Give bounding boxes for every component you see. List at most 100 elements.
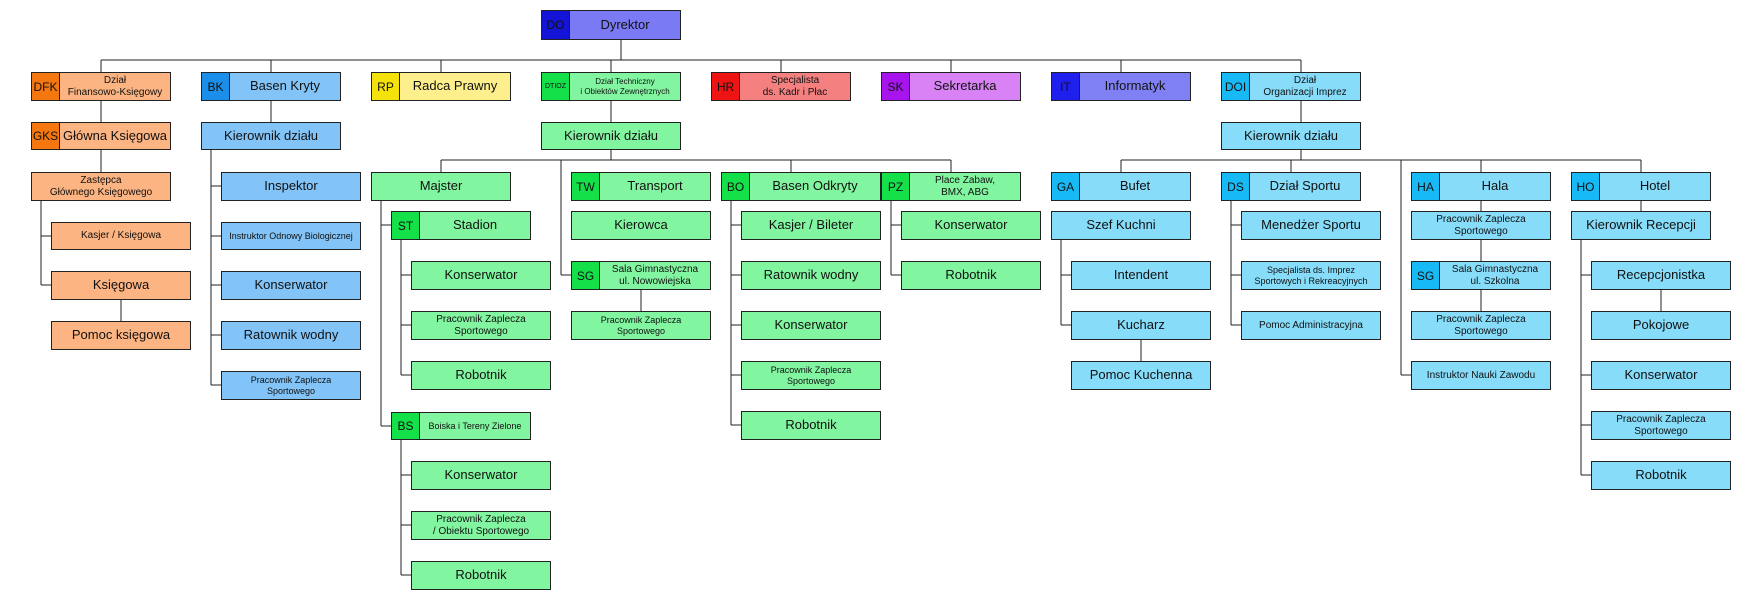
node-st-konserwator: Konserwator [411, 261, 551, 290]
node-sg2: SG Sala Gimnastyczna ul. Szkolna [1411, 261, 1551, 290]
node-bo-ratownik: Ratownik wodny [741, 261, 881, 290]
node-code: TW [572, 173, 600, 200]
node-label: Sekretarka [933, 78, 997, 94]
node-code: IT [1052, 73, 1080, 100]
node-label: Pokojowe [1632, 317, 1690, 333]
node-label: Konserwator [774, 317, 848, 333]
node-label: Sala Gimnastyczna ul. Szkolna [1451, 264, 1539, 287]
node-st-pracownik: Pracownik Zaplecza Sportowego [411, 311, 551, 340]
node-ha-pracownik: Pracownik Zaplecza Sportowego [1411, 211, 1551, 240]
node-ho-pracownik: Pracownik Zaplecza Sportowego [1591, 411, 1731, 440]
node-label: Konserwator [1624, 367, 1698, 383]
node-label: Pomoc księgowa [71, 327, 171, 343]
node-bs: BS Boiska i Tereny Zielone [391, 412, 531, 440]
node-ho: HO Hotel [1571, 172, 1711, 201]
node-label: Ratownik wodny [243, 327, 339, 343]
node-label: Kasjer / Bileter [768, 217, 854, 233]
node-sg1-pracownik: Pracownik Zaplecza Sportowego [571, 311, 711, 340]
node-code: PZ [882, 173, 910, 200]
node-ho-robotnik: Robotnik [1591, 461, 1731, 490]
node-label: Dział Sportu [1269, 178, 1341, 194]
node-sk: SK Sekretarka [881, 72, 1021, 101]
node-label: Pracownik Zaplecza Sportowego [1616, 414, 1706, 437]
node-label: Basen Kryty [249, 78, 321, 94]
node-bo-pracownik: Pracownik Zaplecza Sportowego [741, 361, 881, 390]
node-recepcjonistka: Recepcjonistka [1591, 261, 1731, 290]
node-label: Pracownik Zaplecza / Obiektu Sportowego [432, 514, 530, 537]
node-label: Place Zabaw, BMX, ABG [934, 175, 996, 198]
node-code: BO [722, 173, 750, 200]
node-code: SG [1412, 262, 1440, 289]
node-label: Robotnik [945, 267, 997, 283]
node-bo-kasjer: Kasjer / Bileter [741, 211, 881, 240]
node-label: Radca Prawny [412, 78, 498, 94]
node-bk-kierownik: Kierownik działu [201, 122, 341, 150]
node-label: Zastępca Głównego Księgowego [49, 175, 153, 198]
node-label: Hotel [1639, 178, 1671, 194]
node-label: Kierownik działu [224, 127, 318, 143]
node-label: Pracownik Zaplecza Sportowego [770, 365, 852, 386]
node-label: Bufet [1119, 178, 1151, 194]
node-label: Boiska i Tereny Zielone [428, 420, 522, 431]
node-code: GKS [32, 123, 60, 149]
node-label: Recepcjonistka [1616, 267, 1706, 283]
node-code: RP [372, 73, 400, 100]
node-label: Główna Księgowa [62, 127, 168, 143]
node-label: Robotnik [1635, 467, 1687, 483]
node-label: Instruktor Odnowy Biologicznej [229, 230, 353, 241]
node-label: Konserwator [444, 267, 518, 283]
node-pz-konserwator: Konserwator [901, 211, 1041, 240]
node-label: Ratownik wodny [763, 267, 859, 283]
node-code: BS [392, 413, 420, 439]
node-doi-kierownik: Kierownik działu [1221, 122, 1361, 150]
node-bo-robotnik: Robotnik [741, 411, 881, 440]
node-label: Kierowca [614, 217, 668, 233]
node-szef-kuchni: Szef Kuchni [1051, 211, 1191, 240]
node-code: HO [1572, 173, 1600, 200]
node-label: Pracownik Zaplecza Sportowego [436, 314, 526, 337]
node-majster: Majster [371, 172, 511, 201]
node-kierowca: Kierowca [571, 211, 711, 240]
node-pomoc-kuchenna: Pomoc Kuchenna [1071, 361, 1211, 390]
node-bs-konserwator: Konserwator [411, 461, 551, 490]
node-code: DO [542, 11, 570, 39]
node-label: Robotnik [785, 417, 837, 433]
node-rp: RP Radca Prawny [371, 72, 511, 101]
node-label: Robotnik [455, 567, 507, 583]
node-label: Specjalista ds. Imprez Sportowych i Rekr… [1254, 265, 1368, 286]
node-bk-instruktor: Instruktor Odnowy Biologicznej [221, 222, 361, 250]
node-label: Konserwator [254, 277, 328, 293]
node-code: SG [572, 262, 600, 289]
node-label: Szef Kuchni [1086, 217, 1156, 233]
node-bk-konserwator: Konserwator [221, 271, 361, 300]
node-bk: BK Basen Kryty [201, 72, 341, 101]
node-label: Pomoc Kuchenna [1089, 367, 1193, 383]
node-kasjer-ksiegowa: Kasjer / Księgowa [51, 222, 191, 250]
node-code: BK [202, 73, 230, 100]
node-label: Sala Gimnastyczna ul. Nowowiejska [611, 264, 699, 287]
node-label: Hala [1481, 178, 1509, 194]
node-label: Kierownik działu [564, 127, 658, 143]
node-specjalista-imprez: Specjalista ds. Imprez Sportowych i Rekr… [1241, 261, 1381, 290]
node-label: Pomoc Administracyjna [1259, 319, 1363, 331]
node-dt-kierownik: Kierownik działu [541, 122, 681, 150]
node-label: Pracownik Zaplecza Sportowego [600, 315, 682, 336]
node-ho-konserwator: Konserwator [1591, 361, 1731, 390]
node-code: DOI [1222, 73, 1250, 100]
node-bk-inspektor: Inspektor [221, 172, 361, 201]
node-kierownik-recepcji: Kierownik Recepcji [1571, 211, 1711, 240]
node-code: SK [882, 73, 910, 100]
node-label: Robotnik [455, 367, 507, 383]
